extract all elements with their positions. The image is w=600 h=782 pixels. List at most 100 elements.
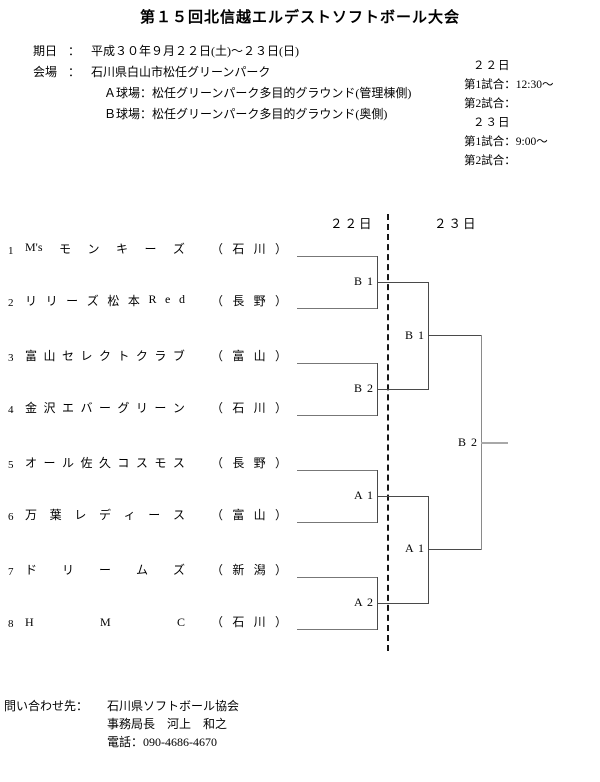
team-name-char: デ bbox=[98, 508, 111, 522]
team-name-char: e bbox=[165, 292, 171, 306]
team-line bbox=[297, 363, 377, 364]
match-label-semi-a1: A 1 bbox=[404, 541, 425, 555]
team-prefecture-char: 山 bbox=[253, 508, 266, 522]
team-prefecture-char: （ bbox=[211, 456, 224, 470]
team-name-char: C bbox=[176, 615, 185, 629]
team-prefecture-char: ） bbox=[274, 242, 287, 256]
team-name-char: 山 bbox=[43, 349, 56, 363]
team-seed: 8 bbox=[8, 618, 14, 630]
team-name-char: M's bbox=[25, 240, 43, 254]
team-name-char: ン bbox=[172, 401, 185, 415]
team-prefecture-char: 富 bbox=[232, 349, 245, 363]
team-name: オール佐久コスモス bbox=[25, 454, 185, 471]
team-name-char: ブ bbox=[172, 349, 185, 363]
team-name-char: リ bbox=[135, 401, 148, 415]
team-prefecture-char: 石 bbox=[232, 401, 245, 415]
match-label-a1: A 1 bbox=[353, 488, 374, 502]
team-name-char: ス bbox=[172, 508, 185, 522]
schedule-day-22: ２２日 bbox=[473, 60, 511, 72]
team-prefecture-char: 川 bbox=[253, 615, 266, 629]
venue-a-row: Ａ球場：松任グリーンパーク多目的グラウンド(管理棟側) bbox=[104, 86, 412, 100]
team-prefecture-char: （ bbox=[211, 508, 224, 522]
team-name-char: ク bbox=[98, 349, 111, 363]
team-prefecture: （富山） bbox=[211, 347, 287, 364]
schedule-day-23: ２３日 bbox=[473, 117, 511, 129]
team-line bbox=[297, 415, 377, 416]
bracket-day-divider bbox=[387, 214, 389, 651]
team-name-char: M bbox=[99, 615, 111, 629]
team-name-char: ラ bbox=[154, 349, 167, 363]
team-prefecture-char: （ bbox=[211, 294, 224, 308]
bracket-line bbox=[428, 549, 481, 550]
team-seed: 1 bbox=[8, 245, 14, 257]
team-name-char: ー bbox=[154, 401, 167, 415]
contact-block: 問い合わせ先： 石川県ソフトボール協会 事務局長 河上 和之 電話：090-46… bbox=[4, 697, 239, 751]
match-label-b1: B 1 bbox=[353, 274, 374, 288]
team-name-char: ト bbox=[117, 349, 130, 363]
team-prefecture-char: ） bbox=[274, 456, 287, 470]
team-prefecture-char: ） bbox=[274, 563, 287, 577]
bracket-line bbox=[428, 496, 429, 604]
bracket-line bbox=[377, 389, 428, 390]
team-prefecture-char: ） bbox=[274, 401, 287, 415]
team-name-char: 金 bbox=[25, 401, 38, 415]
team-name-char: ー bbox=[148, 508, 161, 522]
team-prefecture: （石川） bbox=[211, 399, 287, 416]
team-name-char: ズ bbox=[172, 563, 185, 577]
team-name-char: リ bbox=[61, 563, 74, 577]
team-prefecture: （長野） bbox=[211, 292, 287, 309]
contact-org: 石川県ソフトボール協会 bbox=[107, 699, 240, 713]
team-prefecture: （長野） bbox=[211, 454, 287, 471]
team-name-char: ス bbox=[172, 456, 185, 470]
date-value: 平成３０年９月２２日(土)～２３日(日) bbox=[91, 44, 300, 58]
team-name-char: ー bbox=[98, 563, 111, 577]
team-name-char: エ bbox=[61, 401, 74, 415]
bracket-line bbox=[377, 496, 428, 497]
team-prefecture: （新潟） bbox=[211, 561, 287, 578]
team-line bbox=[297, 629, 377, 630]
team-prefecture-char: 石 bbox=[232, 242, 245, 256]
team-name-char: 松 bbox=[107, 294, 120, 308]
venue-b-row: Ｂ球場：松任グリーンパーク多目的グラウンド(奥側) bbox=[104, 107, 388, 121]
team-name-char: ズ bbox=[86, 294, 99, 308]
team-name-char: ー bbox=[98, 401, 111, 415]
team-prefecture-char: 潟 bbox=[253, 563, 266, 577]
bracket-line bbox=[377, 282, 428, 283]
team-name-char: 佐 bbox=[80, 456, 93, 470]
team-prefecture-char: 野 bbox=[253, 294, 266, 308]
info-block: 期日：平成３０年９月２２日(土)～２３日(日) 会場：石川県白山市松任グリーンパ… bbox=[33, 41, 411, 125]
schedule-block: ２２日 第1試合：12:30～ 第2試合： ２３日 第1試合：9:00～ 第2試… bbox=[464, 57, 553, 171]
schedule-game1-22: 第1試合：12:30～ bbox=[464, 79, 554, 91]
team-prefecture-char: 新 bbox=[232, 563, 245, 577]
team-name: 万葉レディース bbox=[25, 506, 185, 523]
team-name: 金沢エバーグリーン bbox=[25, 399, 185, 416]
team-line bbox=[297, 308, 377, 309]
team-prefecture-char: 山 bbox=[253, 349, 266, 363]
team-name-char: ス bbox=[135, 456, 148, 470]
team-name-char: 本 bbox=[127, 294, 140, 308]
team-name: ドリームズ bbox=[25, 561, 185, 578]
team-prefecture-char: ） bbox=[274, 508, 287, 522]
team-seed: 4 bbox=[8, 404, 14, 416]
contact-lines: 石川県ソフトボール協会 事務局長 河上 和之 電話：090-4686-4670 bbox=[107, 697, 239, 751]
team-prefecture-char: 石 bbox=[232, 615, 245, 629]
team-name-char: 葉 bbox=[49, 508, 62, 522]
contact-person: 事務局長 河上 和之 bbox=[107, 717, 228, 731]
team-prefecture-char: 川 bbox=[253, 401, 266, 415]
team-name-char: リ bbox=[45, 294, 58, 308]
team-prefecture-char: 川 bbox=[253, 242, 266, 256]
team-prefecture-char: 富 bbox=[232, 508, 245, 522]
team-name-char: H bbox=[25, 615, 34, 629]
team-name-char: リ bbox=[25, 294, 38, 308]
bracket-line bbox=[428, 282, 429, 390]
team-name-char: セ bbox=[61, 349, 74, 363]
